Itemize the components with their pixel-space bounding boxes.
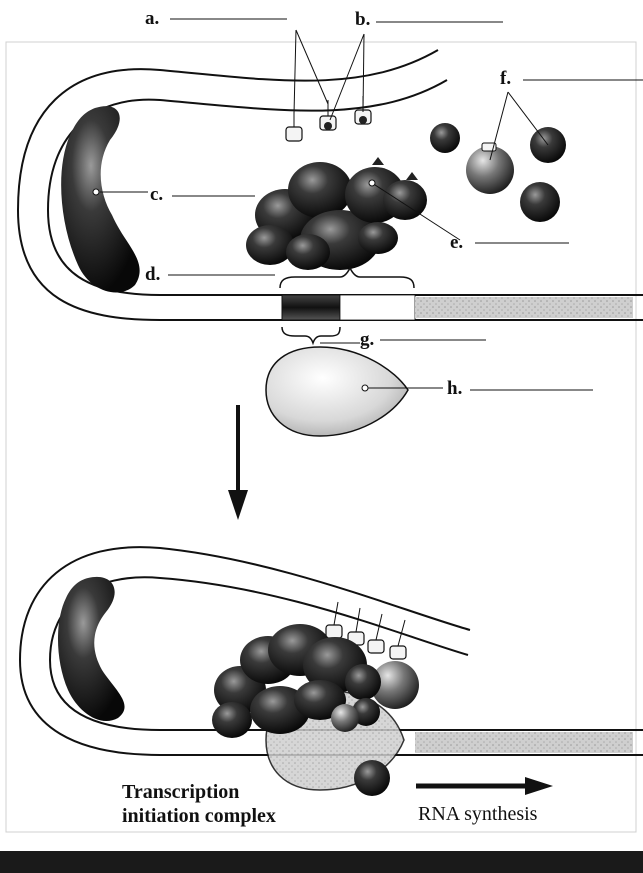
enhancer-dumbbell-bottom [58, 577, 125, 721]
coding-region [415, 297, 633, 318]
enhancer-dumbbell-top [61, 106, 139, 292]
pointer-dot-e [369, 180, 375, 186]
label-d: d. [145, 264, 160, 285]
label-a: a. [145, 8, 159, 29]
label-f: f. [500, 68, 511, 89]
rna-polymerase-top [266, 347, 408, 436]
label-h: h. [447, 378, 462, 399]
general-transcription-factors-top [246, 157, 427, 270]
label-e: e. [450, 232, 463, 253]
page-footer-bar [0, 851, 643, 873]
label-g: g. [360, 329, 374, 350]
label-c: c. [150, 184, 163, 205]
process-arrow-down [228, 405, 248, 520]
brace-g [282, 327, 340, 343]
tata-box [282, 295, 340, 320]
brace-d [280, 268, 414, 288]
rna-synthesis-arrow [416, 777, 553, 795]
rna-synthesis-label: RNA synthesis [418, 803, 538, 825]
label-b: b. [355, 9, 370, 30]
caption-line-1: Transcription [122, 781, 239, 803]
pointer-dot-h [362, 385, 368, 391]
coding-region-bottom [415, 732, 633, 753]
promoter-light-region [340, 295, 415, 320]
pointer-dot-c [93, 189, 99, 195]
activator-proteins-top [286, 96, 371, 141]
free-activators [430, 123, 566, 222]
caption-line-2: initiation complex [122, 805, 276, 827]
